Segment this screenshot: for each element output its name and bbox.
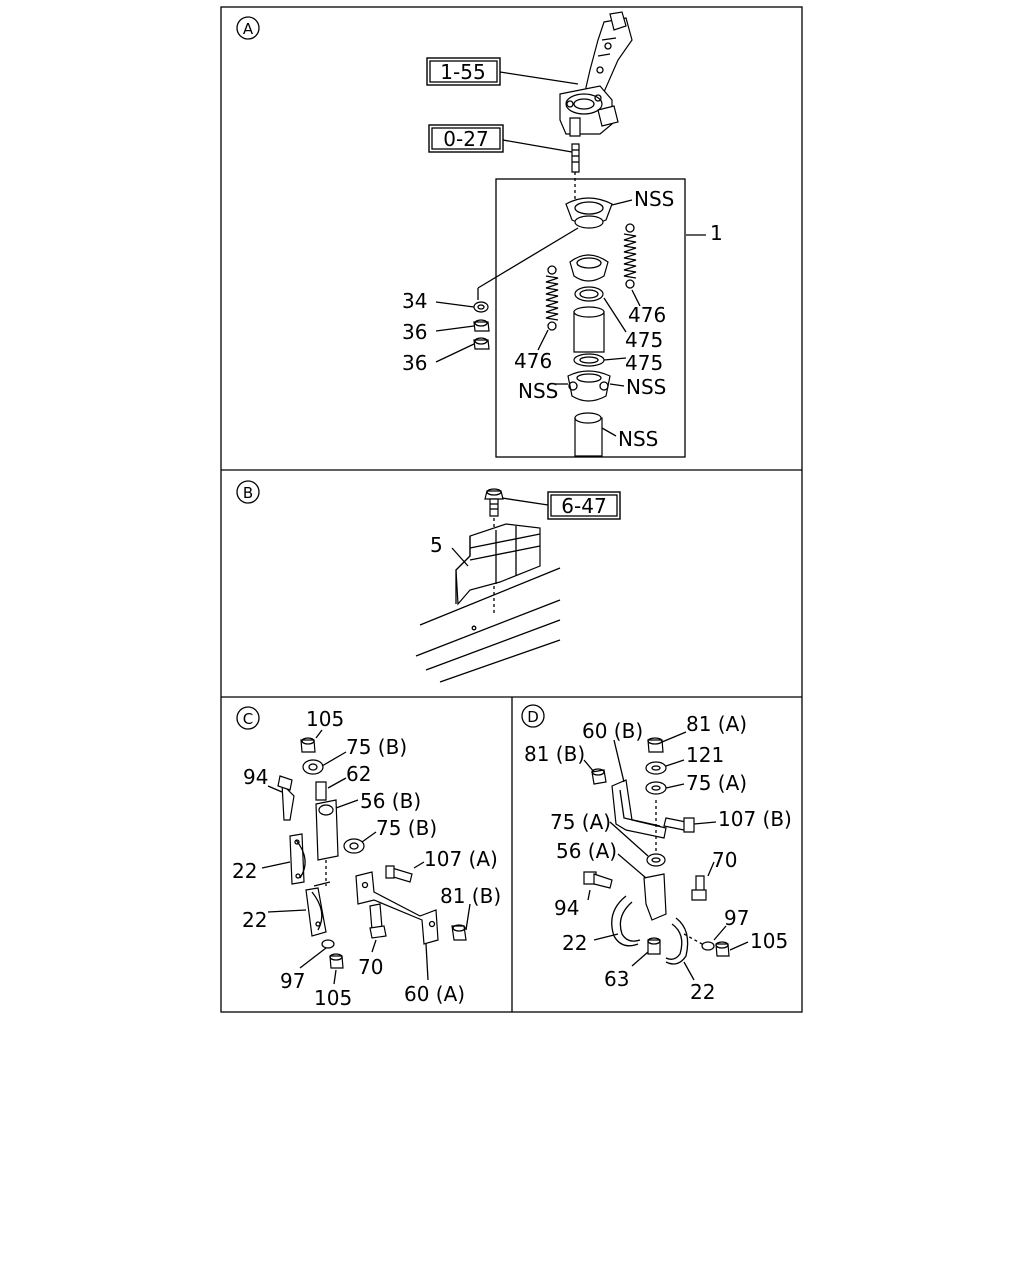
panel-a-leaders — [435, 71, 706, 437]
label-63: 63 — [604, 967, 629, 991]
label-60a: 60 (A) — [404, 982, 465, 1006]
label-94: 94 — [554, 896, 579, 920]
label-1: 1 — [710, 221, 723, 245]
ref-box-0-27: 0-27 — [428, 124, 504, 153]
label-nss-bottom: NSS — [618, 427, 658, 451]
label-34: 34 — [402, 289, 427, 313]
panel-marker-d: D — [521, 704, 545, 728]
label-105-bottom: 105 — [314, 986, 352, 1010]
label-94: 94 — [243, 765, 268, 789]
label-476-left: 476 — [514, 349, 552, 373]
label-56b: 56 (B) — [360, 789, 421, 813]
panel-marker-a: A — [236, 16, 260, 40]
label-105-top: 105 — [306, 707, 344, 731]
panel-marker-c: C — [236, 706, 260, 730]
svg-text:C: C — [243, 710, 253, 728]
svg-text:1-55: 1-55 — [440, 60, 485, 84]
label-107a: 107 (A) — [424, 847, 498, 871]
label-105: 105 — [750, 929, 788, 953]
panel-b-drawing — [415, 488, 561, 683]
label-36-lower: 36 — [402, 351, 427, 375]
label-475-lower: 475 — [625, 351, 663, 375]
label-81b: 81 (B) — [524, 742, 585, 766]
spring-left — [545, 265, 559, 331]
label-75b-upper: 75 (B) — [346, 735, 407, 759]
label-81a: 81 (A) — [686, 712, 747, 736]
svg-text:B: B — [243, 484, 253, 502]
label-121: 121 — [686, 743, 724, 767]
label-22-right: 22 — [690, 980, 715, 1004]
label-22-upper: 22 — [232, 859, 257, 883]
svg-text:6-47: 6-47 — [561, 494, 606, 518]
label-nss-left: NSS — [518, 379, 558, 403]
label-75a-lower: 75 (A) — [550, 810, 611, 834]
panel-d-leaders — [583, 731, 749, 981]
panel-c-drawing — [277, 737, 467, 969]
diagram-frame — [220, 6, 803, 1013]
label-107b: 107 (B) — [718, 807, 792, 831]
label-75b-lower: 75 (B) — [376, 816, 437, 840]
label-62: 62 — [346, 762, 371, 786]
panel-a-drawing — [473, 11, 686, 458]
label-36-upper: 36 — [402, 320, 427, 344]
svg-text:D: D — [527, 708, 539, 726]
svg-text:0-27: 0-27 — [443, 127, 488, 151]
panel-d-drawing — [583, 737, 730, 965]
label-22-lower: 22 — [242, 908, 267, 932]
panel-c-leaders — [261, 729, 471, 985]
ref-box-1-55: 1-55 — [426, 57, 501, 86]
label-5: 5 — [430, 533, 443, 557]
label-476-right: 476 — [628, 303, 666, 327]
label-70: 70 — [358, 955, 383, 979]
label-56a: 56 (A) — [556, 839, 617, 863]
label-60b: 60 (B) — [582, 719, 643, 743]
label-22-left: 22 — [562, 931, 587, 955]
panel-marker-b: B — [236, 480, 260, 504]
label-97: 97 — [724, 906, 749, 930]
svg-text:A: A — [243, 20, 254, 38]
ref-box-6-47: 6-47 — [501, 491, 621, 520]
label-75a-upper: 75 (A) — [686, 771, 747, 795]
spring-right — [623, 223, 637, 289]
label-nss-top: NSS — [634, 187, 674, 211]
label-475-upper: 475 — [625, 328, 663, 352]
label-70: 70 — [712, 848, 737, 872]
label-nss-right: NSS — [626, 375, 666, 399]
label-97: 97 — [280, 969, 305, 993]
label-81b: 81 (B) — [440, 884, 501, 908]
